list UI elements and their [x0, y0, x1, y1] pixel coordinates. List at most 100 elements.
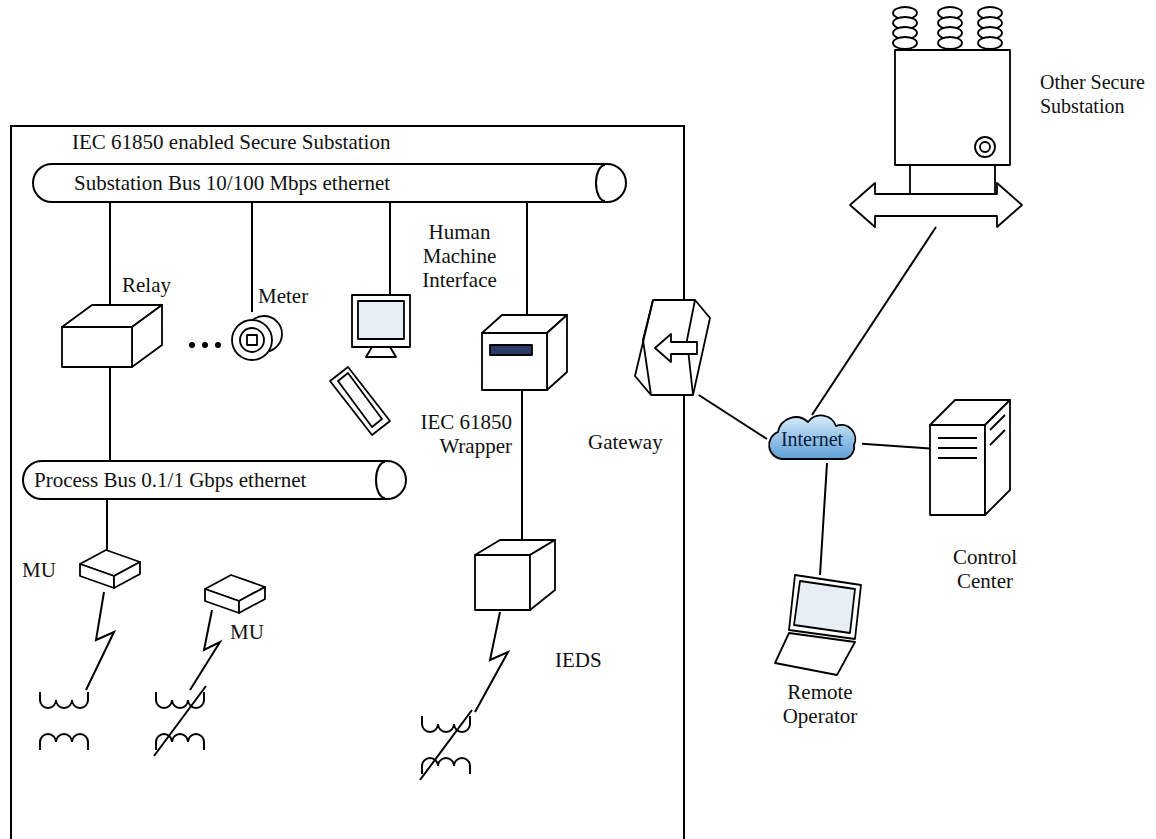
- dot: [189, 342, 195, 348]
- transformer-winding: [40, 734, 88, 750]
- node-label: Remote Operator: [765, 680, 875, 728]
- icon-part: [789, 575, 861, 639]
- icon-part: [62, 327, 132, 367]
- icon-part: [635, 300, 710, 395]
- icon-part: [338, 373, 382, 427]
- laptop-icon: [775, 575, 865, 675]
- transformer-winding: [40, 692, 88, 708]
- wrapper-icon: [482, 315, 567, 390]
- network-link: [521, 390, 523, 540]
- icon-part: [247, 335, 257, 345]
- node-label: IEC 61850 enabled Secure Substation: [72, 130, 672, 154]
- icon-part: [547, 315, 567, 390]
- network-link: [109, 203, 111, 305]
- icon-part: [205, 589, 239, 613]
- meter-icon: [222, 312, 282, 362]
- network-link: [251, 203, 253, 312]
- node-label: Process Bus 0.1/1 Gbps ethernet: [34, 462, 306, 498]
- icon-part: [895, 50, 1010, 165]
- insulator-disc: [978, 37, 1002, 49]
- icon-part: [850, 183, 1022, 227]
- wireless-link: [190, 610, 220, 690]
- hmi-workstation: Human Machine Interface: [330, 295, 410, 435]
- variable-slash: [420, 710, 472, 780]
- network-link: [106, 500, 108, 550]
- ieds-icon: [475, 540, 555, 610]
- hmi-icon: [330, 295, 410, 435]
- node-label: Relay: [122, 273, 182, 297]
- substation-bus: Substation Bus 10/100 Mbps ethernet: [32, 163, 627, 203]
- node-label: Human Machine Interface: [412, 220, 507, 292]
- icon-part: [655, 334, 697, 362]
- wrapper-server: IEC 61850 Wrapper: [482, 315, 567, 390]
- wireless-link: [86, 592, 114, 690]
- network-link: [862, 444, 930, 449]
- relay-device: Relay: [62, 305, 162, 367]
- node-label: Control Center: [935, 545, 1035, 593]
- remote-substation: Other Secure Substation: [850, 5, 1022, 227]
- icon-part: [239, 587, 265, 613]
- node-label: MU: [230, 620, 270, 644]
- ied-device: IEDS: [475, 540, 555, 610]
- meter-device: Meter: [222, 312, 282, 362]
- gateway-device: Gateway: [635, 300, 710, 395]
- bus-end-cap-line: [376, 462, 385, 498]
- control-center: Control Center: [930, 390, 1030, 520]
- network-link: [526, 203, 528, 315]
- dot: [202, 342, 208, 348]
- icon-part: [132, 305, 162, 367]
- process-bus: Process Bus 0.1/1 Gbps ethernet: [22, 460, 407, 500]
- node-label: Other Secure Substation: [1040, 70, 1152, 118]
- icon-part: [794, 581, 855, 633]
- node-label: MU: [22, 558, 62, 582]
- icon-part: [358, 301, 404, 339]
- icon-part: [482, 333, 547, 390]
- node-label: Substation Bus 10/100 Mbps ethernet: [74, 165, 390, 201]
- mu-icon: [205, 575, 265, 615]
- mu-icon: [80, 550, 140, 590]
- node-label: IEC 61850 Wrapper: [412, 410, 512, 458]
- node-label: IEDS: [555, 648, 615, 672]
- dot: [215, 342, 221, 348]
- ellipsis-dots: [189, 342, 221, 348]
- icon-part: [490, 345, 532, 355]
- network-link: [389, 203, 391, 295]
- substation-boundary: Substation Bus 10/100 Mbps ethernetRelay…: [10, 125, 685, 839]
- icon-part: [530, 540, 555, 610]
- icon-part: [980, 142, 990, 152]
- insulator-disc: [938, 37, 962, 49]
- icon-part: [938, 415, 1005, 458]
- icon-part: [366, 347, 396, 357]
- icon-part: [475, 555, 530, 610]
- node-label: Meter: [258, 284, 328, 308]
- icon-part: [352, 295, 410, 347]
- station-icon: [850, 5, 1022, 227]
- internet-cloud: Internet: [762, 415, 862, 463]
- gateway-icon: [635, 300, 710, 395]
- icon-part: [240, 328, 264, 352]
- remote-laptop: Remote Operator: [775, 575, 865, 675]
- relay-icon: [62, 305, 162, 367]
- icon-part: [114, 562, 140, 588]
- icon-part: [775, 633, 855, 675]
- node-label: Internet: [781, 427, 843, 451]
- icon-part: [330, 367, 390, 435]
- icon-part: [769, 415, 855, 459]
- icon-part: [80, 564, 114, 588]
- wireless-link: [475, 612, 508, 712]
- icon-part: [232, 320, 272, 360]
- icon-part: [910, 165, 995, 194]
- bus-end-cap-line: [596, 165, 605, 201]
- icon-part: [975, 137, 995, 157]
- network-link: [812, 227, 936, 415]
- merging-unit: MU: [80, 550, 140, 590]
- variable-slash: [154, 686, 206, 756]
- insulator-disc: [893, 37, 917, 49]
- merging-unit: MU: [205, 575, 265, 615]
- node-label: Gateway: [588, 430, 678, 454]
- pc-icon: [930, 390, 1030, 520]
- icon-part: [985, 400, 1010, 515]
- network-link: [109, 367, 111, 460]
- network-link: [699, 395, 767, 439]
